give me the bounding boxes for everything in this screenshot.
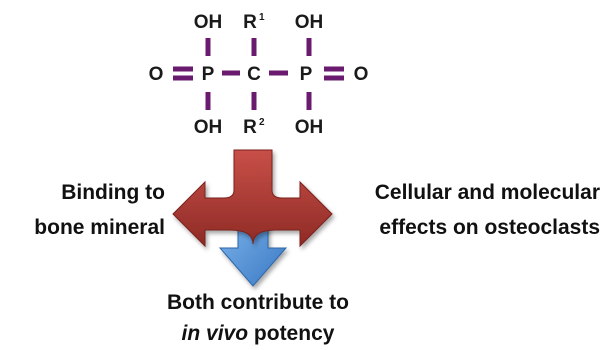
left-caption-line-2: bone mineral bbox=[34, 216, 165, 239]
atom-top-right-oh: OH bbox=[295, 12, 324, 33]
atom-bottom-right-oh: OH bbox=[295, 117, 324, 138]
atom-right-p: P bbox=[300, 64, 313, 85]
bottom-caption-line-1: Both contribute to bbox=[167, 291, 349, 314]
split-arrow bbox=[172, 149, 333, 248]
molecule-bonds bbox=[173, 38, 344, 110]
atom-bottom-r-superscript: 2 bbox=[259, 117, 265, 128]
bottom-caption-line-2: in vivo potency bbox=[182, 322, 335, 345]
atom-bottom-r: R bbox=[243, 117, 257, 138]
bottom-caption-rest: potency bbox=[248, 322, 335, 345]
right-caption-line-2: effects on osteoclasts bbox=[379, 216, 600, 239]
atom-top-left-oh: OH bbox=[194, 12, 223, 33]
molecule-atoms: OH R 1 OH O P C P O OH R 2 OH bbox=[149, 12, 369, 138]
left-caption: Binding to bone mineral bbox=[34, 181, 165, 239]
right-caption-line-1: Cellular and molecular bbox=[375, 181, 600, 204]
atom-top-r: R bbox=[243, 12, 257, 33]
atom-left-p: P bbox=[202, 64, 215, 85]
bottom-caption: Both contribute to in vivo potency bbox=[167, 291, 349, 345]
atom-left-o: O bbox=[149, 64, 164, 85]
atom-center-c: C bbox=[247, 64, 261, 85]
atom-right-o: O bbox=[354, 64, 369, 85]
atom-bottom-left-oh: OH bbox=[194, 117, 223, 138]
bottom-caption-italic: in vivo bbox=[182, 322, 249, 345]
left-caption-line-1: Binding to bbox=[61, 181, 165, 204]
right-caption: Cellular and molecular effects on osteoc… bbox=[375, 181, 600, 239]
atom-top-r-superscript: 1 bbox=[259, 12, 265, 23]
